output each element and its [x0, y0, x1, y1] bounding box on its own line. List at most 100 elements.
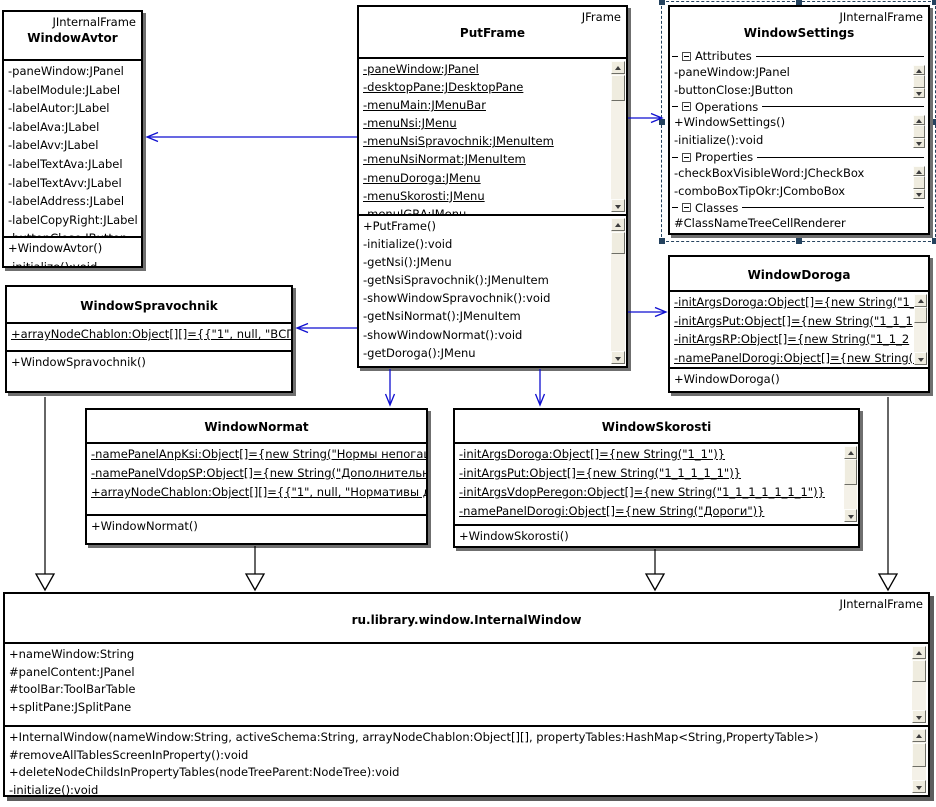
- scrollbar[interactable]: [611, 61, 625, 212]
- association-putframe-windownormat[interactable]: [384, 369, 396, 407]
- collapse-icon[interactable]: [682, 152, 691, 162]
- class-name: PutFrame: [459, 26, 526, 40]
- scroll-up-icon[interactable]: [912, 646, 926, 659]
- selection-handle[interactable]: [659, 0, 665, 5]
- selection-handle[interactable]: [932, 238, 936, 244]
- member-row: +nameWindow:String: [9, 647, 135, 661]
- scroll-down-icon[interactable]: [914, 352, 927, 365]
- collapse-icon[interactable]: [682, 203, 691, 213]
- scroll-down-icon[interactable]: [912, 710, 926, 723]
- scrollbar[interactable]: [913, 64, 925, 98]
- scroll-thumb[interactable]: [912, 660, 926, 682]
- operations-compartment: +WindowSettings()-initialize():void: [670, 114, 928, 150]
- selection-handle[interactable]: [795, 0, 802, 5]
- scroll-thumb[interactable]: [611, 75, 625, 101]
- member-row: -getNsiNormat():JMenuItem: [363, 309, 521, 324]
- selection-handle[interactable]: [659, 118, 665, 125]
- scroll-down-icon[interactable]: [913, 87, 925, 98]
- class-box-window-settings[interactable]: JInternalFrame WindowSettings Attributes…: [668, 5, 930, 235]
- association-putframe-windowavtor[interactable]: [145, 131, 357, 143]
- member-row: -checkBoxVisibleWord:JCheckBox: [674, 165, 865, 180]
- member-row: -showWindowSpravochnik():void: [363, 291, 551, 306]
- selection-handle[interactable]: [795, 238, 802, 244]
- member-row: -initArgsDoroga:Object[]={new String("1_…: [459, 447, 726, 461]
- member-row: -labelTextAva:JLabel: [8, 156, 123, 171]
- class-box-window-avtor[interactable]: JInternalFrame WindowAvtor -paneWindow:J…: [2, 10, 143, 268]
- scrollbar[interactable]: [913, 165, 925, 199]
- scroll-up-icon[interactable]: [914, 294, 927, 307]
- generalization-windowskorosti-internalwindow[interactable]: [644, 549, 666, 592]
- scrollbar[interactable]: [912, 646, 926, 723]
- scroll-down-icon[interactable]: [912, 780, 926, 793]
- section-header-attributes[interactable]: Attributes: [670, 49, 928, 64]
- scroll-thumb[interactable]: [844, 459, 857, 485]
- generalization-windownormat-internalwindow[interactable]: [244, 546, 266, 592]
- section-header-operations[interactable]: Operations: [670, 99, 928, 114]
- section-header-properties[interactable]: Properties: [670, 150, 928, 165]
- stereotype-label: JFrame: [581, 10, 621, 24]
- class-box-window-skorosti[interactable]: WindowSkorosti -initArgsDoroga:Object[]=…: [453, 408, 860, 548]
- scroll-down-icon[interactable]: [913, 188, 925, 199]
- selection-handle[interactable]: [932, 0, 936, 5]
- scroll-thumb[interactable]: [611, 232, 625, 254]
- scroll-up-icon[interactable]: [611, 218, 625, 231]
- collapse-icon[interactable]: [682, 102, 691, 112]
- member-row: -labelAvv:JLabel: [8, 138, 99, 153]
- collapse-icon[interactable]: [682, 51, 691, 61]
- divider-line: [755, 55, 924, 57]
- scroll-thumb[interactable]: [914, 307, 927, 323]
- class-header: JInternalFrame WindowSettings: [670, 7, 928, 49]
- scroll-down-icon[interactable]: [844, 509, 857, 522]
- scroll-up-icon[interactable]: [913, 165, 925, 176]
- methods-compartment: +PutFrame()-initialize():void-getNsi():J…: [359, 214, 626, 366]
- class-name: WindowAvtor: [27, 31, 118, 45]
- class-box-window-doroga[interactable]: WindowDoroga -initArgsDoroga:Object[]={n…: [668, 255, 930, 393]
- association-putframe-windowsettings[interactable]: [628, 112, 664, 124]
- association-putframe-windowspravochnik[interactable]: [295, 322, 357, 334]
- scroll-down-icon[interactable]: [611, 199, 625, 212]
- class-box-put-frame[interactable]: JFrame PutFrame -paneWindow:JPanel -deskt…: [357, 5, 628, 368]
- section-header-classes[interactable]: Classes: [670, 200, 928, 215]
- class-box-window-normat[interactable]: WindowNormat -namePanelAnpKsi:Object[]={…: [85, 408, 428, 545]
- scrollbar[interactable]: [611, 218, 625, 364]
- scrollbar[interactable]: [912, 729, 926, 793]
- scroll-up-icon[interactable]: [913, 115, 925, 126]
- generalization-windowspravochnik-internalwindow[interactable]: [34, 397, 56, 592]
- class-header: WindowNormat: [87, 410, 426, 442]
- scroll-up-icon[interactable]: [912, 729, 926, 742]
- scroll-up-icon[interactable]: [611, 61, 625, 74]
- scrollbar[interactable]: [844, 446, 857, 522]
- member-row: +arrayNodeChablon:Object[][]={{"1", null…: [11, 327, 291, 341]
- member-row: -menuDoroga:JMenu: [363, 170, 481, 185]
- attributes-compartment: -namePanelAnpKsi:Object[]={new String("Н…: [87, 442, 426, 514]
- scroll-down-icon[interactable]: [611, 351, 625, 364]
- scroll-up-icon[interactable]: [844, 446, 857, 459]
- attributes-compartment: -paneWindow:JPanel-labelModule:JLabel-la…: [4, 59, 141, 236]
- scroll-thumb[interactable]: [913, 74, 925, 88]
- attributes-compartment: -initArgsDoroga:Object[]={new String("1_…: [455, 442, 858, 524]
- class-box-internal-window[interactable]: JInternalFrame ru.library.window.Interna…: [3, 592, 930, 797]
- association-putframe-windowdoroga[interactable]: [628, 306, 668, 318]
- member-row: -desktopPane:JDesktopPane: [363, 80, 524, 95]
- scrollbar[interactable]: [914, 294, 927, 365]
- scroll-down-icon[interactable]: [913, 138, 925, 149]
- selection-handle[interactable]: [659, 238, 665, 244]
- generalization-windowdoroga-internalwindow[interactable]: [877, 397, 899, 592]
- selection-handle[interactable]: [932, 118, 936, 125]
- scroll-up-icon[interactable]: [913, 64, 925, 75]
- scroll-thumb[interactable]: [913, 125, 925, 139]
- divider-line: [762, 106, 924, 108]
- member-row: -paneWindow:JPanel: [363, 62, 479, 76]
- member-row: -labelModule:JLabel: [8, 82, 121, 97]
- member-row: -getSkorosti():JMenu: [359, 363, 626, 366]
- association-putframe-windowskorosti[interactable]: [534, 369, 546, 407]
- stereotype-label: JInternalFrame: [839, 10, 923, 24]
- member-row: -buttonClose:JButton: [674, 82, 794, 97]
- scrollbar[interactable]: [913, 115, 925, 149]
- member-row: -menuIGRA:JMenu: [363, 206, 467, 214]
- member-row: -showWindowNormat():void: [363, 327, 523, 342]
- scroll-thumb[interactable]: [913, 175, 925, 189]
- class-box-window-spravochnik[interactable]: WindowSpravochnik +arrayNodeChablon:Obje…: [5, 285, 293, 393]
- scroll-thumb[interactable]: [912, 743, 926, 767]
- member-row: -paneWindow:JPanel: [674, 64, 790, 79]
